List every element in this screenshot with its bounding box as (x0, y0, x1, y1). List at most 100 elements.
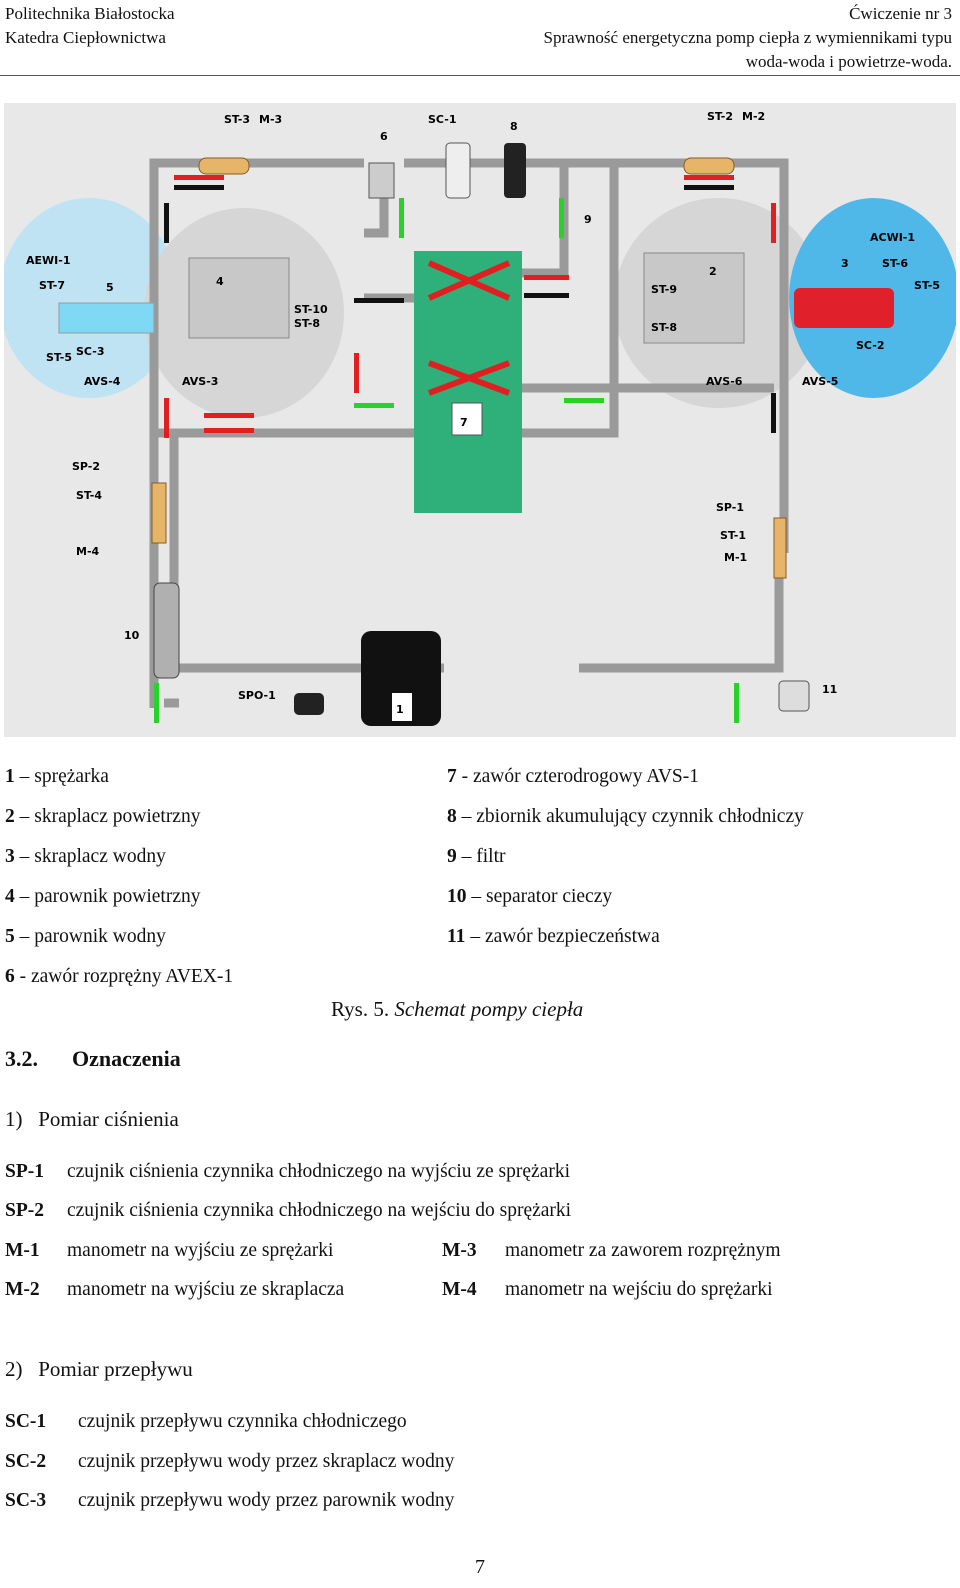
caption-prefix: Rys. 5. (331, 997, 395, 1021)
label-sc2: SC-2 (856, 339, 884, 352)
label-st5-left: ST-5 (46, 351, 72, 364)
pressure-heading: 1) Pomiar ciśnienia (5, 1107, 179, 1131)
label-avs5: AVS-5 (802, 375, 838, 388)
flow-arrows (154, 175, 776, 723)
label-5: 5 (106, 281, 114, 294)
compressor (361, 631, 441, 726)
label-sc1: SC-1 (428, 113, 456, 126)
label-6: 6 (380, 130, 388, 143)
exercise-number: Ćwiczenie nr 3 (849, 4, 952, 23)
code: M-2 (5, 1279, 40, 1300)
legend-item: 10 – separator cieczy (447, 886, 613, 907)
sensor-st3-tube (198, 157, 250, 175)
exercise-title-line1: Sprawność energetyczna pomp ciepła z wym… (543, 28, 952, 47)
code: M-3 (442, 1240, 477, 1261)
label-st10: ST-10 (294, 303, 328, 316)
label-3: 3 (841, 257, 849, 270)
label-avs3: AVS-3 (182, 375, 218, 388)
label-st7: ST-7 (39, 279, 65, 292)
receiver-tank (504, 143, 526, 198)
label-sc3: SC-3 (76, 345, 104, 358)
label-st5-right: ST-5 (914, 279, 940, 292)
description: manometr na wyjściu ze sprężarki (67, 1240, 334, 1261)
label-acwi: ACWI-1 (870, 231, 915, 244)
legend-item: 2 – skraplacz powietrzny (5, 806, 201, 827)
label-4: 4 (216, 275, 224, 288)
sensor-sp1-tube (773, 517, 787, 579)
legend-item: 9 – filtr (447, 846, 506, 867)
label-8: 8 (510, 120, 518, 133)
label-st8-left: ST-8 (294, 317, 320, 330)
label-m1: M-1 (724, 551, 747, 564)
label-st9: ST-9 (651, 283, 677, 296)
manometer-row-right: M-3 manometr za zaworem rozprężnym (442, 1240, 781, 1262)
expansion-valve (368, 162, 395, 199)
label-aewi: AEWI-1 (26, 254, 70, 267)
air-evaporator-unit (188, 257, 290, 339)
compressor-label-box (392, 693, 412, 721)
description: czujnik przepływu wody przez skraplacz w… (78, 1451, 455, 1472)
page-header-right: Ćwiczenie nr 3 Sprawność energetyczna po… (543, 2, 952, 74)
page-header-left: Politechnika Białostocka Katedra Ciepłow… (5, 2, 175, 50)
description: manometr za zaworem rozprężnym (505, 1240, 781, 1261)
sensor-sp2-tube (151, 482, 167, 544)
description: czujnik przepływu wody przez parownik wo… (78, 1490, 455, 1511)
description: czujnik ciśnienia czynnika chłodniczego … (67, 1200, 572, 1221)
label-st1: ST-1 (720, 529, 746, 542)
manometer-row: M-1 manometr na wyjściu ze sprężarki (5, 1240, 333, 1262)
figure-caption: Rys. 5. Schemat pompy ciepła (331, 997, 583, 1022)
department-name: Katedra Ciepłownictwa (5, 28, 166, 47)
label-sp1: SP-1 (716, 501, 744, 514)
label-spo1: SPO-1 (238, 689, 276, 702)
description: czujnik przepływu czynnika chłodniczego (78, 1411, 407, 1432)
sensor-st2-tube (683, 157, 735, 175)
legend-item: 5 – parownik wodny (5, 926, 166, 947)
description: manometr na wyjściu ze skraplacza (67, 1279, 345, 1300)
caption-title: Schemat pompy ciepła (394, 997, 584, 1021)
legend-right: 7 - zawór czterodrogowy AVS-1 8 – zbiorn… (447, 757, 804, 957)
header-divider (0, 75, 960, 76)
legend-item: 7 - zawór czterodrogowy AVS-1 (447, 766, 699, 787)
label-m3: M-3 (259, 113, 282, 126)
description: czujnik ciśnienia czynnika chłodniczego … (67, 1161, 571, 1182)
legend-item: 6 - zawór rozprężny AVEX-1 (5, 966, 234, 987)
legend-left: 1 – sprężarka 2 – skraplacz powietrzny 3… (5, 757, 233, 997)
flow-row: SC-1 czujnik przepływu czynnika chłodnicz… (5, 1411, 407, 1433)
four-way-valve-body (414, 251, 522, 513)
code: SC-1 (5, 1411, 47, 1432)
label-avs4: AVS-4 (84, 375, 121, 388)
code: SP-1 (5, 1161, 44, 1182)
label-st8-right: ST-8 (651, 321, 677, 334)
water-evaporator-unit (58, 302, 155, 334)
safety-valve (778, 680, 810, 712)
pressure-row: SP-1 czujnik ciśnienia czynnika chłodnicz… (5, 1161, 570, 1183)
section-title: Oznaczenia (72, 1046, 181, 1071)
label-avs6: AVS-6 (706, 375, 743, 388)
label-st3: ST-3 (224, 113, 250, 126)
valve-7-label-box (451, 402, 483, 436)
university-name: Politechnika Białostocka (5, 4, 175, 23)
code: M-1 (5, 1240, 40, 1261)
valve-cross-marks (427, 260, 511, 396)
label-10: 10 (124, 629, 140, 642)
code: M-4 (442, 1279, 477, 1300)
legend-item: 4 – parownik powietrzny (5, 886, 201, 907)
legend-item: 11 – zawór bezpieczeństwa (447, 926, 660, 947)
legend-item: 1 – sprężarka (5, 766, 109, 787)
label-sp2: SP-2 (72, 460, 100, 473)
label-7: 7 (460, 416, 468, 429)
label-m2: M-2 (742, 110, 765, 123)
legend-item: 8 – zbiornik akumulujący czynnik chłodni… (447, 806, 804, 827)
section-number: 3.2. (5, 1046, 38, 1071)
heat-pump-schematic: ST-3 M-3 6 SC-1 8 ST-2 M-2 9 AEWI-1 ST-7… (4, 103, 956, 737)
label-st4: ST-4 (76, 489, 102, 502)
flow-sensor-sc1 (445, 142, 471, 199)
label-2: 2 (709, 265, 717, 278)
label-11: 11 (822, 683, 837, 696)
label-9: 9 (584, 213, 592, 226)
page-number: 7 (475, 1556, 485, 1578)
section-heading: 3.2. Oznaczenia (5, 1046, 181, 1072)
